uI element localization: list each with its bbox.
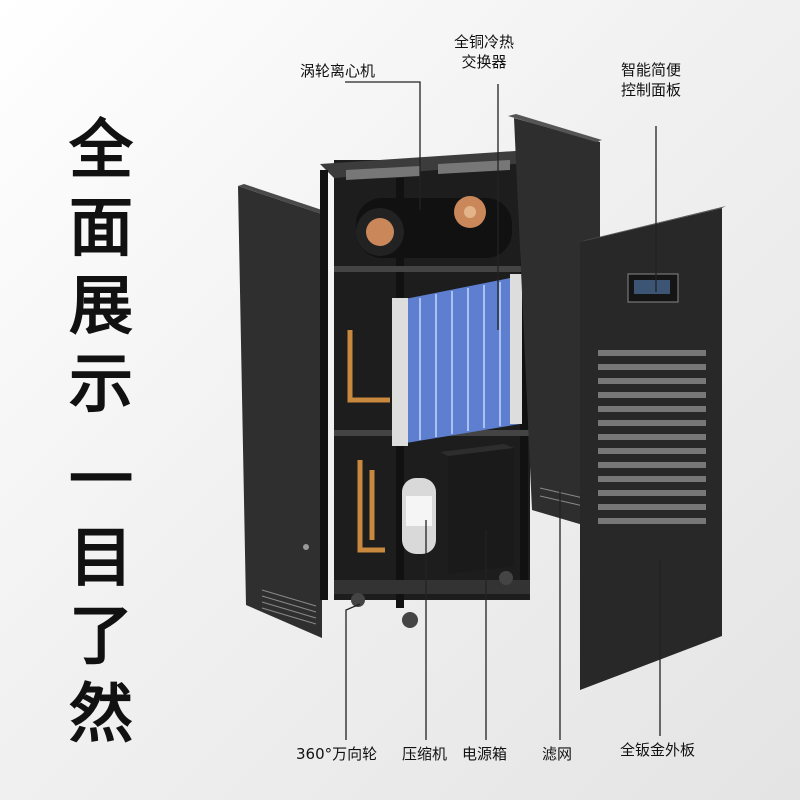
callout-sheet-metal: 全钣金外板 xyxy=(620,741,696,759)
callout-line: 全铜冷热 xyxy=(454,33,515,51)
caster-wheels xyxy=(351,571,513,628)
callout-wheel: 360°万向轮 xyxy=(296,745,378,763)
callout-line: 控制面板 xyxy=(621,81,682,99)
headline-char: 面 xyxy=(69,192,133,266)
vent-slots-left xyxy=(261,589,317,625)
headline-char: 了 xyxy=(69,600,133,674)
power-box xyxy=(440,444,514,574)
callout-lines xyxy=(345,81,661,740)
headline-char: 一 xyxy=(69,444,133,518)
callout-line: 智能简便 xyxy=(621,61,682,79)
callout-line: 交换器 xyxy=(461,53,507,71)
headline: 全 面 展 示 一 目 了 然 xyxy=(66,112,136,754)
turbo-fan xyxy=(356,196,512,258)
headline-char: 然 xyxy=(69,678,133,752)
callout-power-box: 电源箱 xyxy=(462,745,508,763)
headline-char: 示 xyxy=(69,348,133,422)
callout-compressor: 压缩机 xyxy=(402,745,448,763)
callout-turbo-fan: 涡轮离心机 xyxy=(300,62,376,80)
headline-char: 展 xyxy=(69,270,133,344)
left-side-panel xyxy=(238,186,322,638)
callout-filter: 滤网 xyxy=(542,745,573,763)
callout-control-panel: 智能简便 控制面板 xyxy=(621,60,681,100)
copper-heat-exchanger xyxy=(392,274,522,446)
front-door-panel xyxy=(580,206,726,690)
callout-copper-exchanger: 全铜冷热 交换器 xyxy=(454,32,514,72)
headline-char: 全 xyxy=(69,114,133,188)
filter-panel xyxy=(508,114,602,530)
door-vent-grille xyxy=(598,350,706,524)
compressor xyxy=(402,478,436,554)
headline-char: 目 xyxy=(69,522,133,596)
copper-pipes xyxy=(347,330,390,553)
